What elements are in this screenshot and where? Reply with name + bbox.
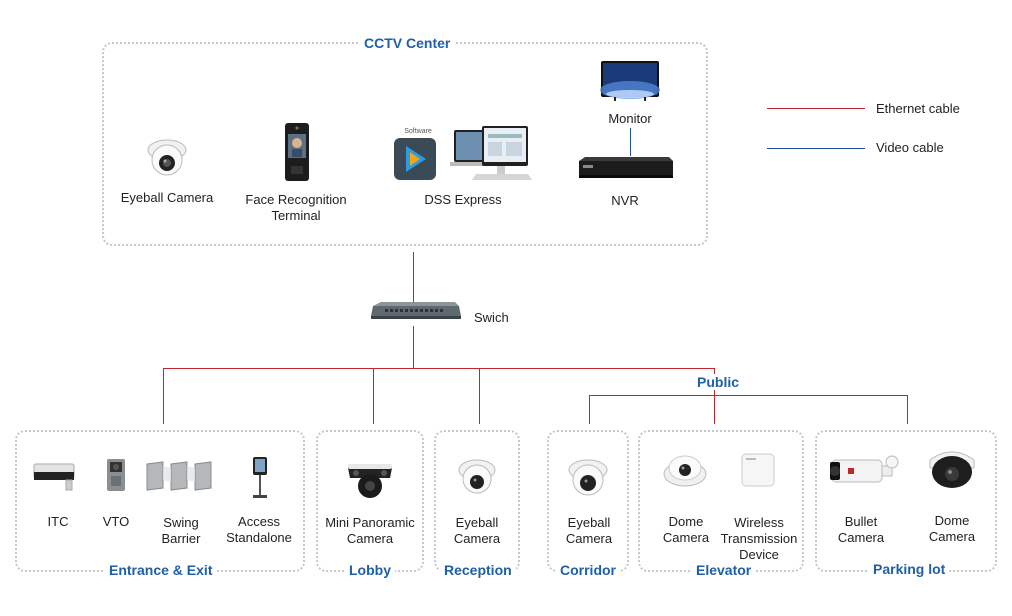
parking-lot-title: Parking lot — [869, 561, 950, 577]
nvr-icon — [577, 157, 675, 181]
cable-to-public — [714, 368, 715, 424]
dss-express-icon — [392, 124, 532, 186]
mini-panoramic-label: Mini Panoramic Camera — [325, 515, 415, 546]
cable-trunk — [163, 368, 715, 369]
reception-box — [434, 430, 520, 572]
cable-switch-down — [413, 326, 414, 369]
ethernet-legend-label: Ethernet cable — [876, 101, 960, 116]
wireless-transmission-label: Wireless Transmission Device — [720, 515, 798, 562]
itc-label: ITC — [47, 514, 69, 529]
itc-camera-icon — [32, 462, 76, 492]
bullet-camera-label: Bullet Camera — [837, 514, 885, 545]
cable-to-reception — [479, 368, 480, 424]
elevator-title: Elevator — [692, 562, 756, 578]
mini-panoramic-camera-icon — [344, 460, 396, 500]
eyeball-camera-label: Eyeball Camera — [120, 190, 214, 205]
elevator-dome-camera-icon — [662, 450, 708, 488]
reception-eyeball-camera-icon — [454, 454, 500, 500]
cable-to-parking — [907, 395, 908, 424]
wireless-transmission-device-icon — [740, 452, 776, 488]
monitor-label: Monitor — [608, 111, 652, 126]
eyeball-camera-icon — [142, 134, 192, 182]
video-cable-monitor-nvr — [630, 128, 631, 156]
entrance-exit-box — [15, 430, 305, 572]
switch-icon — [369, 302, 463, 322]
cable-public-branch — [589, 395, 908, 396]
corridor-title: Corridor — [556, 562, 620, 578]
parking-dome-camera-icon — [926, 446, 978, 492]
entrance-exit-title: Entrance & Exit — [105, 562, 217, 578]
corridor-eyeball-label: Eyeball Camera — [565, 515, 613, 546]
cable-center-to-switch — [413, 252, 414, 302]
monitor-icon — [600, 60, 660, 102]
dss-software-tag: Software — [404, 128, 432, 135]
lobby-title: Lobby — [345, 562, 395, 578]
cable-to-entrance — [163, 368, 164, 424]
swing-barrier-icon — [145, 458, 217, 494]
switch-label: Swich — [474, 310, 509, 325]
bullet-camera-icon — [828, 448, 900, 492]
corridor-eyeball-camera-icon — [564, 454, 612, 502]
swing-barrier-label: Swing Barrier — [161, 515, 201, 546]
access-standalone-label: Access Standalone — [226, 514, 292, 545]
parking-dome-label: Dome Camera — [928, 513, 976, 544]
video-legend-label: Video cable — [876, 140, 944, 155]
nvr-label: NVR — [611, 193, 639, 208]
reception-eyeball-label: Eyeball Camera — [453, 515, 501, 546]
face-recognition-label: Face Recognition Terminal — [245, 192, 347, 223]
dss-express-label: DSS Express — [424, 192, 502, 207]
cctv-center-title: CCTV Center — [360, 35, 455, 51]
access-standalone-icon — [250, 456, 270, 500]
video-legend-line — [767, 148, 865, 149]
face-recognition-terminal-icon — [283, 122, 311, 184]
public-title: Public — [693, 374, 744, 390]
vto-icon — [106, 458, 126, 492]
cable-to-corridor — [589, 395, 590, 424]
vto-label: VTO — [102, 514, 130, 529]
ethernet-legend-line — [767, 108, 865, 109]
lobby-box — [316, 430, 424, 572]
reception-title: Reception — [440, 562, 516, 578]
cable-to-lobby — [373, 368, 374, 424]
elevator-dome-label: Dome Camera — [662, 514, 710, 545]
